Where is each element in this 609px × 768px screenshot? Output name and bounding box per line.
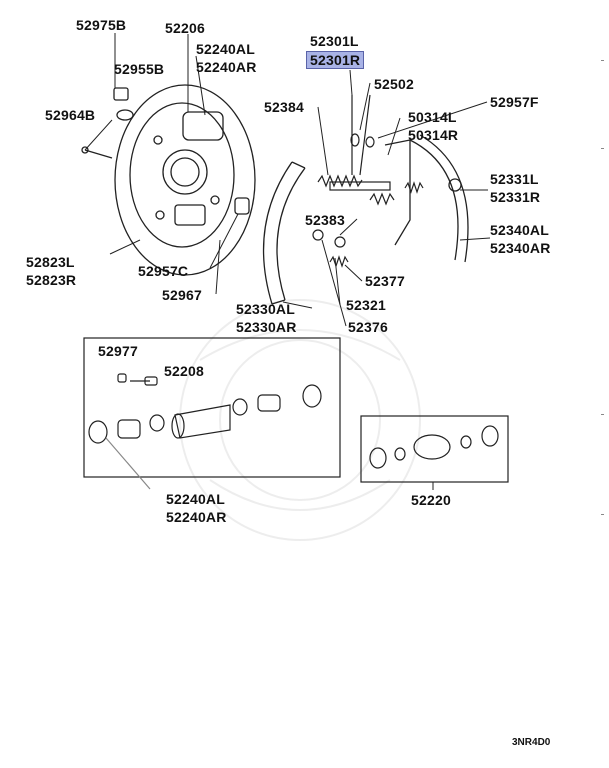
part-label-52206[interactable]: 52206 <box>165 20 205 36</box>
part-label-52208[interactable]: 52208 <box>164 363 204 379</box>
part-label-52383[interactable]: 52383 <box>305 212 345 228</box>
part-label-52220[interactable]: 52220 <box>411 492 451 508</box>
leader-lines <box>84 33 491 327</box>
part-label-52321[interactable]: 52321 <box>346 297 386 313</box>
seal-kit-parts <box>369 425 499 469</box>
margin-tick <box>601 514 604 515</box>
part-label-52964B[interactable]: 52964B <box>45 107 96 123</box>
part-label-52975B[interactable]: 52975B <box>76 17 127 33</box>
part-label-52240AL-bottom[interactable]: 52240AL <box>166 491 225 507</box>
margin-tick <box>601 414 604 415</box>
part-label-52301R-highlighted[interactable]: 52301R <box>306 51 365 69</box>
brake-shoe-rear <box>384 134 469 263</box>
seal-kit-box <box>360 415 509 483</box>
part-label-52957C[interactable]: 52957C <box>138 263 189 279</box>
diagram-code: 3NR4D0 <box>512 737 551 748</box>
part-label-52330AL[interactable]: 52330AL <box>236 301 295 317</box>
part-label-52977[interactable]: 52977 <box>98 343 138 359</box>
part-label-52240AR-bottom[interactable]: 52240AR <box>166 509 227 525</box>
part-label-52330AR[interactable]: 52330AR <box>236 319 297 335</box>
backing-plate <box>114 84 256 276</box>
part-label-52384[interactable]: 52384 <box>264 99 304 115</box>
part-label-52376[interactable]: 52376 <box>348 319 388 335</box>
part-label-52240AL-top[interactable]: 52240AL <box>196 41 255 57</box>
part-label-52240AR-top[interactable]: 52240AR <box>196 59 257 75</box>
part-label-52340AR[interactable]: 52340AR <box>490 240 551 256</box>
part-label-52340AL[interactable]: 52340AL <box>490 222 549 238</box>
part-label-52823R[interactable]: 52823R <box>26 272 77 288</box>
part-label-50314R[interactable]: 50314R <box>408 127 459 143</box>
wheel-cylinder-kit-box <box>83 337 341 478</box>
brake-shoe-front <box>262 161 306 305</box>
part-label-52967[interactable]: 52967 <box>162 287 202 303</box>
part-label-52377[interactable]: 52377 <box>365 273 405 289</box>
part-label-52301L[interactable]: 52301L <box>310 33 359 49</box>
bolt-hardware <box>81 87 250 215</box>
wheel-cylinder-parts <box>88 373 322 490</box>
part-label-52502[interactable]: 52502 <box>374 76 414 92</box>
part-label-52823L[interactable]: 52823L <box>26 254 75 270</box>
part-label-52331R[interactable]: 52331R <box>490 189 541 205</box>
part-label-50314L[interactable]: 50314L <box>408 109 457 125</box>
part-label-52957F[interactable]: 52957F <box>490 94 539 110</box>
part-label-52955B[interactable]: 52955B <box>114 61 165 77</box>
margin-tick <box>601 148 604 149</box>
margin-tick <box>601 60 604 61</box>
watermark-emblem <box>179 299 421 541</box>
part-label-52331L[interactable]: 52331L <box>490 171 539 187</box>
springs-adjuster <box>312 94 424 268</box>
